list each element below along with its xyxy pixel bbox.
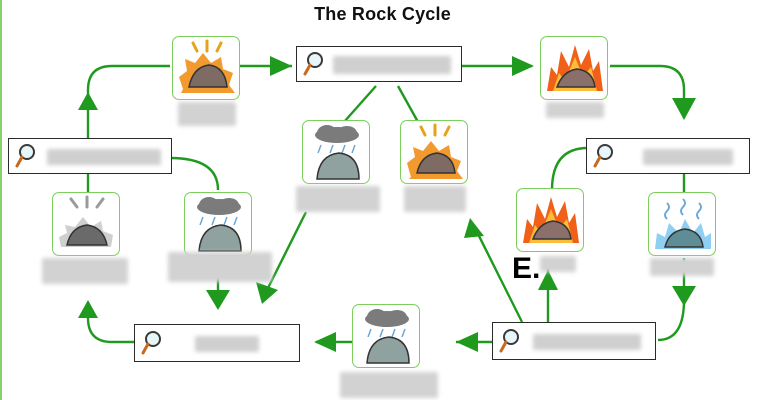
cooling-steam-icon [655, 198, 711, 249]
hidden-answer [195, 336, 259, 352]
heat-pressure-icon [179, 39, 235, 93]
heat-pressure-card-top-left [172, 36, 240, 100]
right-label-box[interactable] [586, 138, 750, 174]
hidden-answer [643, 149, 733, 165]
hidden-caption [546, 102, 604, 118]
magnifier-icon [499, 329, 519, 353]
hidden-answer [533, 334, 641, 350]
weathering-cloud-icon [197, 197, 242, 252]
magnifier-icon [15, 144, 35, 168]
pressure-card-left [52, 192, 120, 256]
hidden-caption [178, 102, 236, 126]
hidden-answer [47, 149, 161, 165]
weathering-cloud-icon [315, 125, 360, 180]
bottom-right-label-box[interactable] [492, 322, 656, 360]
hidden-caption [650, 258, 714, 276]
heat-pressure-icon [407, 123, 463, 179]
hidden-caption [404, 186, 466, 212]
hidden-caption [296, 186, 380, 212]
melting-fire-icon [547, 45, 603, 91]
hidden-caption [42, 258, 128, 284]
left-label-box[interactable] [8, 138, 172, 174]
bottom-left-label-box[interactable] [134, 324, 300, 362]
hidden-caption [168, 252, 272, 282]
magnifier-icon [303, 52, 323, 76]
hidden-caption [340, 372, 438, 398]
weathering-cloud-icon [365, 309, 410, 364]
e-label: E. [512, 252, 541, 285]
melting-fire-icon [523, 197, 579, 243]
heat-pressure-card-center [400, 120, 468, 184]
left-edge-line [0, 0, 2, 400]
magnifier-icon [141, 331, 161, 355]
weathering-card-bottom [352, 304, 420, 368]
melting-card-top-right [540, 36, 608, 100]
cooling-card-right [648, 192, 716, 256]
magnifier-icon [593, 144, 613, 168]
top-center-label-box[interactable] [296, 46, 462, 82]
hidden-answer [333, 56, 451, 74]
melting-card-right [516, 188, 584, 252]
pressure-arrows-icon [59, 195, 113, 247]
diagram-title: The Rock Cycle [314, 4, 451, 24]
weathering-card-center [302, 120, 370, 184]
weathering-card-left [184, 192, 252, 256]
hidden-caption [540, 256, 576, 272]
